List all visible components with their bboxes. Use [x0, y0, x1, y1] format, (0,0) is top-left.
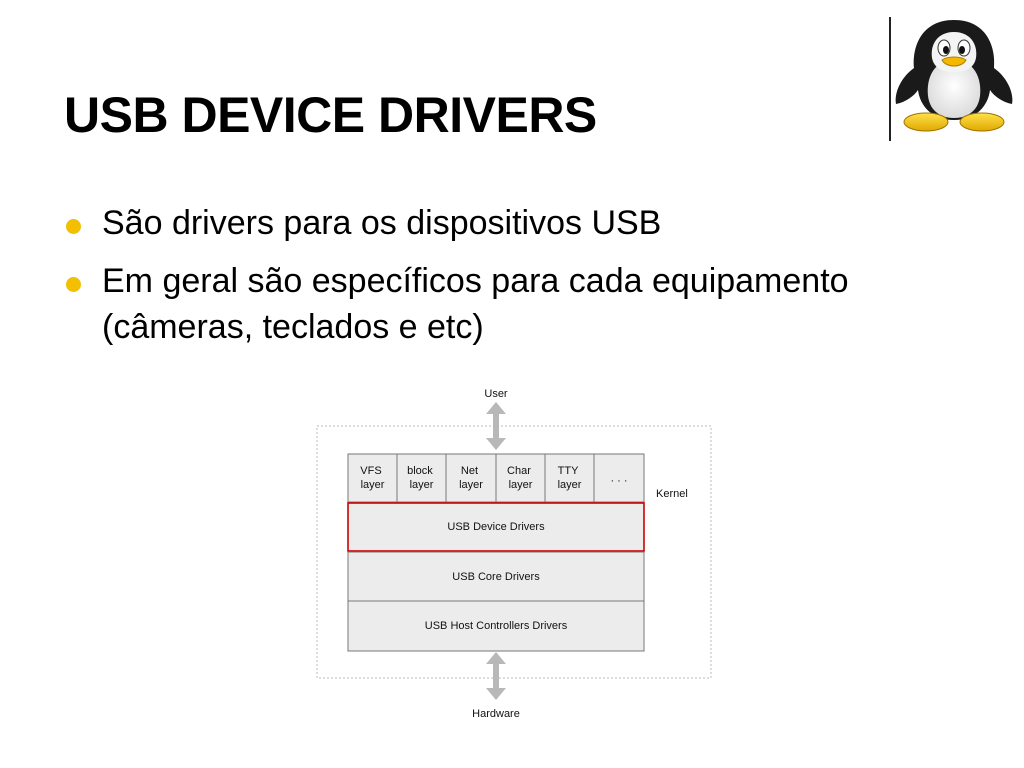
- layer-box-vfs: [347, 453, 398, 503]
- layer-block-sub: layer: [410, 479, 434, 491]
- hardware-label: Hardware: [472, 708, 520, 720]
- hardware-arrow: [486, 652, 506, 700]
- layer-net-name: Net: [461, 465, 478, 477]
- bullet-dot: [66, 219, 81, 234]
- layer-box-block: [396, 453, 447, 503]
- bullet-text: São drivers para os dispositivos USB: [102, 204, 662, 242]
- layer-box-char: [495, 453, 546, 503]
- layer-box-more: [593, 453, 645, 503]
- svg-text:Net layer: Net layer: [459, 465, 483, 491]
- user-arrow: [486, 402, 506, 450]
- layer-vfs-sub: layer: [361, 479, 385, 491]
- svg-text:block layer: block layer: [407, 465, 436, 491]
- usb-architecture-diagram: User Kernel VFS layer block layer Net la…: [316, 388, 712, 720]
- usb-host-drivers-box: [347, 600, 645, 652]
- layer-box-net: [445, 453, 497, 503]
- layer-vfs-name: VFS: [360, 465, 381, 477]
- usb-core-drivers-label: USB Core Drivers: [452, 571, 540, 583]
- header-divider: [889, 17, 891, 141]
- user-label: User: [484, 388, 508, 400]
- bullet-text: Em geral são específicos para cada equip…: [102, 262, 849, 346]
- usb-host-drivers-label: USB Host Controllers Drivers: [425, 620, 568, 632]
- bullet-dot: [66, 277, 81, 292]
- bullet-item: Em geral são específicos para cada equip…: [64, 258, 964, 350]
- bullet-list: São drivers para os dispositivos USB Em …: [64, 200, 964, 362]
- subsystem-layers: VFS layer block layer Net layer Char lay…: [347, 453, 645, 503]
- layer-char-name: Char: [507, 465, 531, 477]
- slide-title: USB DEVICE DRIVERS: [64, 87, 597, 143]
- layer-char-sub: layer: [509, 479, 533, 491]
- usb-device-drivers-box: [347, 502, 645, 552]
- layer-box-tty: [544, 453, 595, 503]
- layer-tty-name: TTY: [558, 465, 579, 477]
- svg-text:Char layer: Char layer: [507, 465, 534, 491]
- layer-tty-sub: layer: [558, 479, 582, 491]
- kernel-region: [316, 425, 712, 679]
- svg-text:TTY layer: TTY layer: [558, 465, 582, 491]
- svg-text:VFS layer: VFS layer: [360, 465, 384, 491]
- kernel-label: Kernel: [656, 488, 688, 500]
- bullet-item: São drivers para os dispositivos USB: [64, 200, 964, 246]
- layer-block-name: block: [407, 465, 433, 477]
- usb-device-drivers-label: USB Device Drivers: [447, 521, 545, 533]
- tux-penguin-icon: [895, 20, 1013, 132]
- layer-more-ellipsis: · · ·: [610, 475, 627, 487]
- layer-net-sub: layer: [459, 479, 483, 491]
